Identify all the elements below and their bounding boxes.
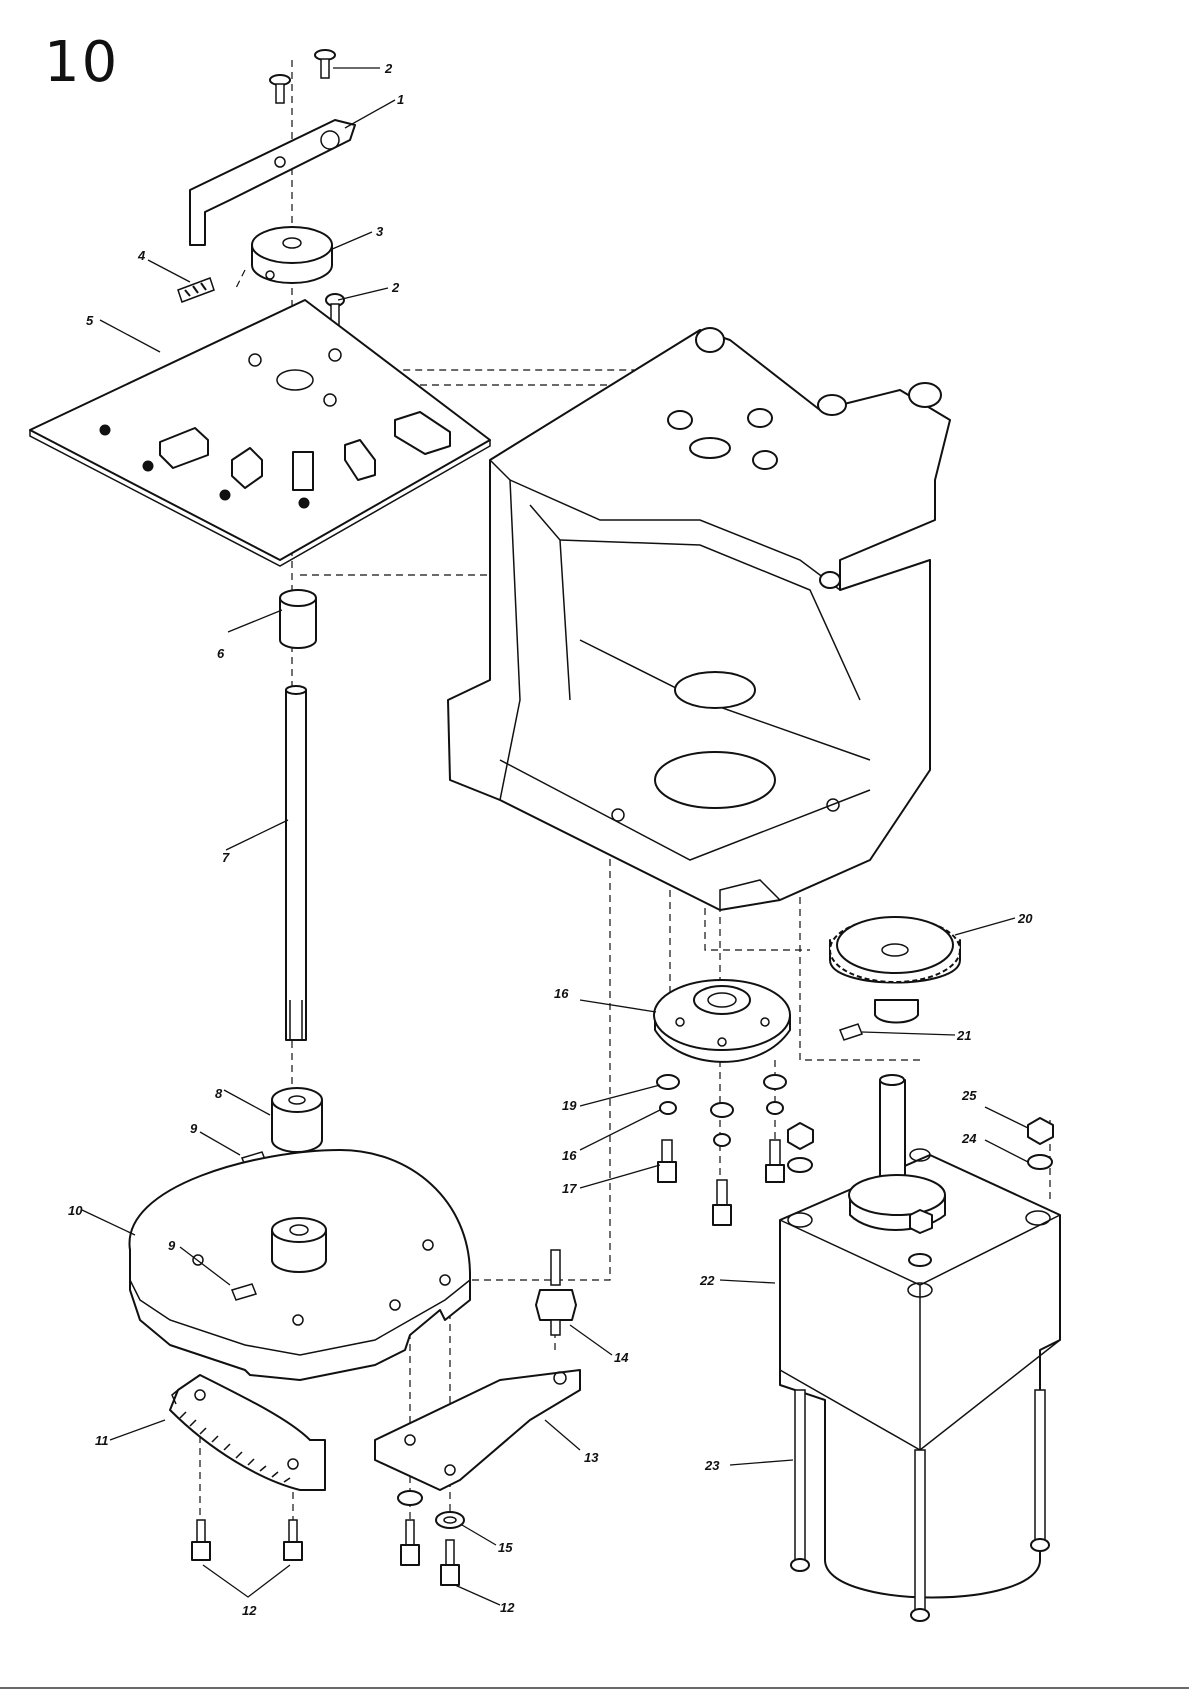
callout-15: 15 [498,1540,513,1555]
part-3-collar [252,227,332,283]
part-8-collar [272,1088,322,1152]
screw-12-extra [401,1520,419,1565]
part-4-setscrew [178,278,214,302]
callout-9: 9 [190,1121,198,1136]
screw-12-middle [284,1520,302,1560]
part-14-stud [536,1250,576,1335]
callout-12b: 12 [500,1600,515,1615]
part-20-gear [830,917,960,1023]
part-1-bracket [190,120,355,245]
screw-2-top-right [315,50,335,78]
callout-25: 25 [961,1088,977,1103]
part-7-shaft [286,686,306,1040]
part-6-bushing [280,590,316,648]
callout-16b: 16 [562,1148,577,1163]
part-17-screws [658,1140,784,1225]
callout-13: 13 [584,1450,599,1465]
callout-21: 21 [956,1028,971,1043]
callout-3: 3 [376,224,384,239]
callout-1: 1 [397,92,404,107]
part-13-bracket [375,1370,580,1490]
part-10-disc [129,1150,470,1380]
callout-23: 23 [704,1458,720,1473]
part-11-gear-segment [170,1375,325,1490]
callout-24: 24 [961,1131,977,1146]
callout-2b: 2 [391,280,400,295]
callout-17: 17 [562,1181,577,1196]
callout-14: 14 [614,1350,629,1365]
frame-casting [448,328,950,910]
screw-2-top-left [270,75,290,103]
callout-5: 5 [86,313,94,328]
callout-19: 19 [562,1098,577,1113]
part-16-flange [654,980,790,1062]
callout-11: 11 [95,1433,109,1448]
callout-9b: 9 [168,1238,176,1253]
callout-8: 8 [215,1086,223,1101]
callout-4: 4 [137,248,146,263]
callout-16: 16 [554,986,569,1001]
callout-7: 7 [222,850,230,865]
part-21-setscrew [840,1024,862,1040]
callout-22: 22 [699,1273,715,1288]
screw-12-right [441,1540,459,1585]
part-19-washers [657,1075,786,1117]
callout-6: 6 [217,646,225,661]
callout-10: 10 [68,1203,83,1218]
part-5-plate [30,300,490,566]
callout-2: 2 [384,61,393,76]
callout-20: 20 [1017,911,1033,926]
screw-12-left [192,1520,210,1560]
callout-12: 12 [242,1603,257,1618]
